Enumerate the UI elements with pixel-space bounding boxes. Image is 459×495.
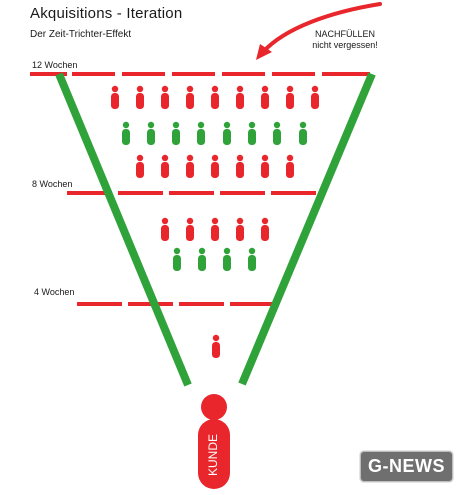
- person-icon: [212, 334, 220, 358]
- person-icon: [172, 121, 180, 145]
- customer-label: KUNDE: [206, 434, 220, 476]
- refill-note-line-1: NACHFÜLLEN: [314, 29, 375, 39]
- person-icon: [211, 154, 219, 178]
- page-subtitle: Der Zeit-Trichter-Effekt: [30, 29, 132, 40]
- person-icon: [299, 121, 307, 145]
- person-icon: [111, 85, 119, 109]
- person-icon: [236, 85, 244, 109]
- person-icon: [248, 121, 256, 145]
- watermark-logo: G-NEWS: [360, 451, 453, 482]
- person-icon: [311, 85, 319, 109]
- person-icon: [236, 154, 244, 178]
- funnel-left-side: [55, 72, 192, 387]
- refill-arrow: [261, 2, 382, 54]
- person-icon: [186, 154, 194, 178]
- level-label-8-weeks: 8 Wochen: [32, 179, 73, 189]
- person-icon: [248, 247, 256, 271]
- person-icon: [273, 121, 281, 145]
- person-icon: [147, 121, 155, 145]
- people-groups: [111, 85, 319, 358]
- person-icon: [161, 85, 169, 109]
- person-icon: [261, 85, 269, 109]
- person-icon: [211, 85, 219, 109]
- person-icon: [286, 154, 294, 178]
- person-icon: [197, 121, 205, 145]
- person-icon: [223, 247, 231, 271]
- refill-note-line-2: nicht vergessen!: [312, 40, 378, 50]
- person-icon: [122, 121, 130, 145]
- person-icon: [186, 217, 194, 241]
- funnel-right-side: [238, 72, 376, 386]
- customer-figure: KUNDE: [198, 394, 230, 489]
- level-label-4-weeks: 4 Wochen: [34, 287, 75, 297]
- person-icon: [161, 217, 169, 241]
- person-icon: [211, 217, 219, 241]
- level-label-12-weeks: 12 Wochen: [32, 60, 78, 70]
- person-icon: [286, 85, 294, 109]
- person-icon: [223, 121, 231, 145]
- person-icon: [136, 85, 144, 109]
- refill-note: NACHFÜLLEN nicht vergessen!: [300, 29, 390, 51]
- person-icon: [186, 85, 194, 109]
- person-icon: [161, 154, 169, 178]
- person-icon: [236, 217, 244, 241]
- page-title: Akquisitions - Iteration: [30, 5, 183, 22]
- person-icon: [261, 217, 269, 241]
- person-icon: [198, 247, 206, 271]
- person-icon: [136, 154, 144, 178]
- person-icon: [261, 154, 269, 178]
- person-icon: [173, 247, 181, 271]
- refill-arrow-head: [256, 44, 272, 60]
